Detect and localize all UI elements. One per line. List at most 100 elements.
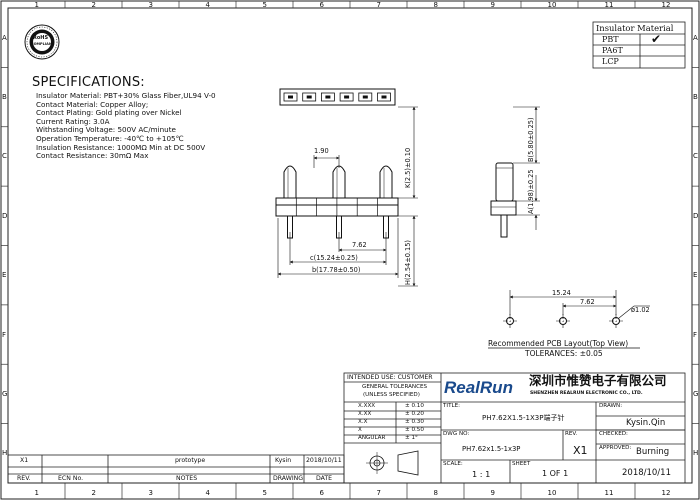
tb-drawn-label: DRAWN:	[599, 403, 623, 409]
frame-col-bottom-11: 11	[604, 489, 614, 497]
frame-col-top-7: 7	[376, 0, 381, 9]
frame-col-top-10: 10	[547, 0, 557, 9]
side-view	[490, 106, 540, 238]
title-block-grid	[343, 372, 686, 484]
pcb-hole-dia: ø1.02	[631, 306, 650, 314]
frame-col-top-9: 9	[490, 0, 495, 9]
tb-general-tol-1: GENERAL TOLERANCES	[362, 384, 428, 390]
insulator-table-header: Insulator Material	[596, 23, 674, 33]
insulator-row-pbt: PBT	[602, 35, 619, 44]
frame-col-top-6: 6	[319, 0, 324, 9]
tb-rev-label: REV.	[565, 431, 578, 437]
tb-scale-value: 1 : 1	[472, 469, 491, 479]
date-header: DATE	[316, 475, 333, 482]
tolerance-value: ± 0.20	[405, 411, 424, 417]
frame-row-left-E: E	[2, 271, 7, 280]
frame-col-top-1: 1	[34, 0, 39, 9]
frame-col-top-12: 12	[661, 0, 671, 9]
tolerance-key: X.XXX	[358, 403, 376, 409]
top-view-contact	[381, 95, 387, 99]
frame-col-bottom-6: 6	[319, 489, 324, 497]
pcb-dim-pitch: 7.62	[580, 298, 595, 306]
logo-text-bottom: COMPLIANT	[31, 42, 55, 46]
dim-h: H(2.54±0.15)	[404, 240, 412, 285]
frame-col-bottom-3: 3	[148, 489, 153, 497]
frame-row-right-B: B	[693, 93, 698, 102]
frame-col-bottom-4: 4	[205, 489, 210, 497]
drawing-header: DRAWING	[273, 475, 304, 482]
spec-line: Current Rating: 3.0A	[36, 116, 110, 126]
rev-date-value: 2018/10/11	[306, 457, 342, 464]
frame-row-left-F: F	[2, 330, 7, 339]
front-view	[275, 106, 418, 287]
dim-pitch-top: 1.90	[314, 147, 329, 155]
tb-intended-use: INTENDED USE: CUSTOMER	[347, 374, 433, 381]
company-name-cn: 深圳市惟赞电子有限公司	[529, 373, 667, 388]
tolerance-value: ± 0.30	[405, 419, 424, 425]
notes-header: NOTES	[176, 475, 198, 482]
frame-col-bottom-2: 2	[91, 489, 96, 497]
tolerance-value: ± 1°	[405, 435, 418, 441]
spec-line: Withstanding Voltage: 500V AC/minute	[36, 125, 176, 135]
tb-date-value: 2018/10/11	[622, 468, 671, 478]
pcb-layout-title: Recommended PCB Layout(Top View)	[488, 339, 629, 348]
top-view-contact	[325, 95, 331, 99]
tb-checked-label: CHECKED:	[599, 431, 628, 437]
tolerance-key: X	[358, 427, 362, 433]
frame-col-bottom-10: 10	[547, 489, 557, 497]
frame-col-top-5: 5	[262, 0, 267, 9]
tb-dwg-value: PH7.62x1.5-1x3P	[462, 445, 521, 453]
top-view-contact	[288, 95, 293, 99]
tb-drawn-value: Kysin.Qin	[626, 418, 666, 428]
dim-b: b(17.78±0.50)	[312, 266, 361, 274]
spec-line: Contact Material: Copper Alloy;	[36, 99, 149, 109]
rev-notes-value: prototype	[175, 457, 206, 464]
tolerance-key: X.XX	[358, 411, 372, 417]
dim-pitch: 7.62	[352, 241, 367, 249]
tb-approved-value: Burning	[636, 447, 670, 457]
specifications-title: SPECIFICATIONS:	[32, 75, 145, 90]
spec-line: Insulation Resistance: 1000MΩ Min at DC …	[36, 142, 206, 152]
dim-side-b: B(5.80±0.25)	[527, 117, 535, 162]
frame-row-right-C: C	[693, 152, 698, 161]
top-view-contact	[362, 95, 368, 99]
frame-row-left-H: H	[2, 449, 8, 458]
spec-line: Contact Plating: Gold plating over Nicke…	[36, 108, 182, 118]
dim-side-a: A(1.98)±0.25	[527, 169, 535, 214]
frame-row-right-G: G	[693, 389, 699, 398]
tb-rev-value: X1	[573, 444, 588, 457]
tb-approved-label: APPROVED:	[599, 445, 632, 451]
frame-row-right-F: F	[693, 330, 698, 339]
frame-col-bottom-12: 12	[661, 489, 671, 497]
spec-line: Contact Resistance: 30mΩ Max	[36, 151, 149, 161]
tb-title-label: TITLE:	[443, 403, 461, 409]
frame-col-bottom-8: 8	[433, 489, 438, 497]
pcb-layout-view	[488, 290, 650, 349]
tolerance-value: ± 0.10	[405, 403, 424, 409]
projection-symbol	[366, 450, 419, 476]
spec-line: Insulator Material: PBT+30% Glass Fiber,…	[36, 91, 216, 100]
ecn-header: ECN No.	[58, 475, 84, 482]
frame-row-right-H: H	[693, 449, 699, 458]
spec-line: Operation Temperature: -40℃ to +105℃	[36, 134, 184, 143]
pin-upper	[283, 165, 297, 198]
brand-logo: RealRun	[444, 378, 513, 397]
frame-col-top-11: 11	[604, 0, 614, 9]
insulator-table-grid	[592, 21, 686, 69]
tb-title-value: PH7.62X1.5-1X3P端子针	[482, 414, 565, 422]
tolerance-value: ± 0.50	[405, 427, 424, 433]
logo-text-top: RoHS	[33, 35, 49, 41]
frame-row-left-A: A	[2, 33, 7, 42]
check-icon: ✔	[651, 32, 662, 46]
tb-sheet-label: SHEET	[512, 461, 531, 467]
frame-row-right-E: E	[693, 271, 698, 280]
insulator-row-lcp: LCP	[602, 57, 619, 66]
company-name-en: SHENZHEN REALRUN ELECTRONIC CO., LTD.	[530, 391, 643, 396]
dim-c: c(15.24±0.25)	[310, 254, 358, 262]
frame-row-left-C: C	[2, 152, 7, 161]
top-view	[279, 88, 396, 106]
pin-upper	[332, 165, 346, 198]
frame-col-top-4: 4	[205, 0, 210, 9]
